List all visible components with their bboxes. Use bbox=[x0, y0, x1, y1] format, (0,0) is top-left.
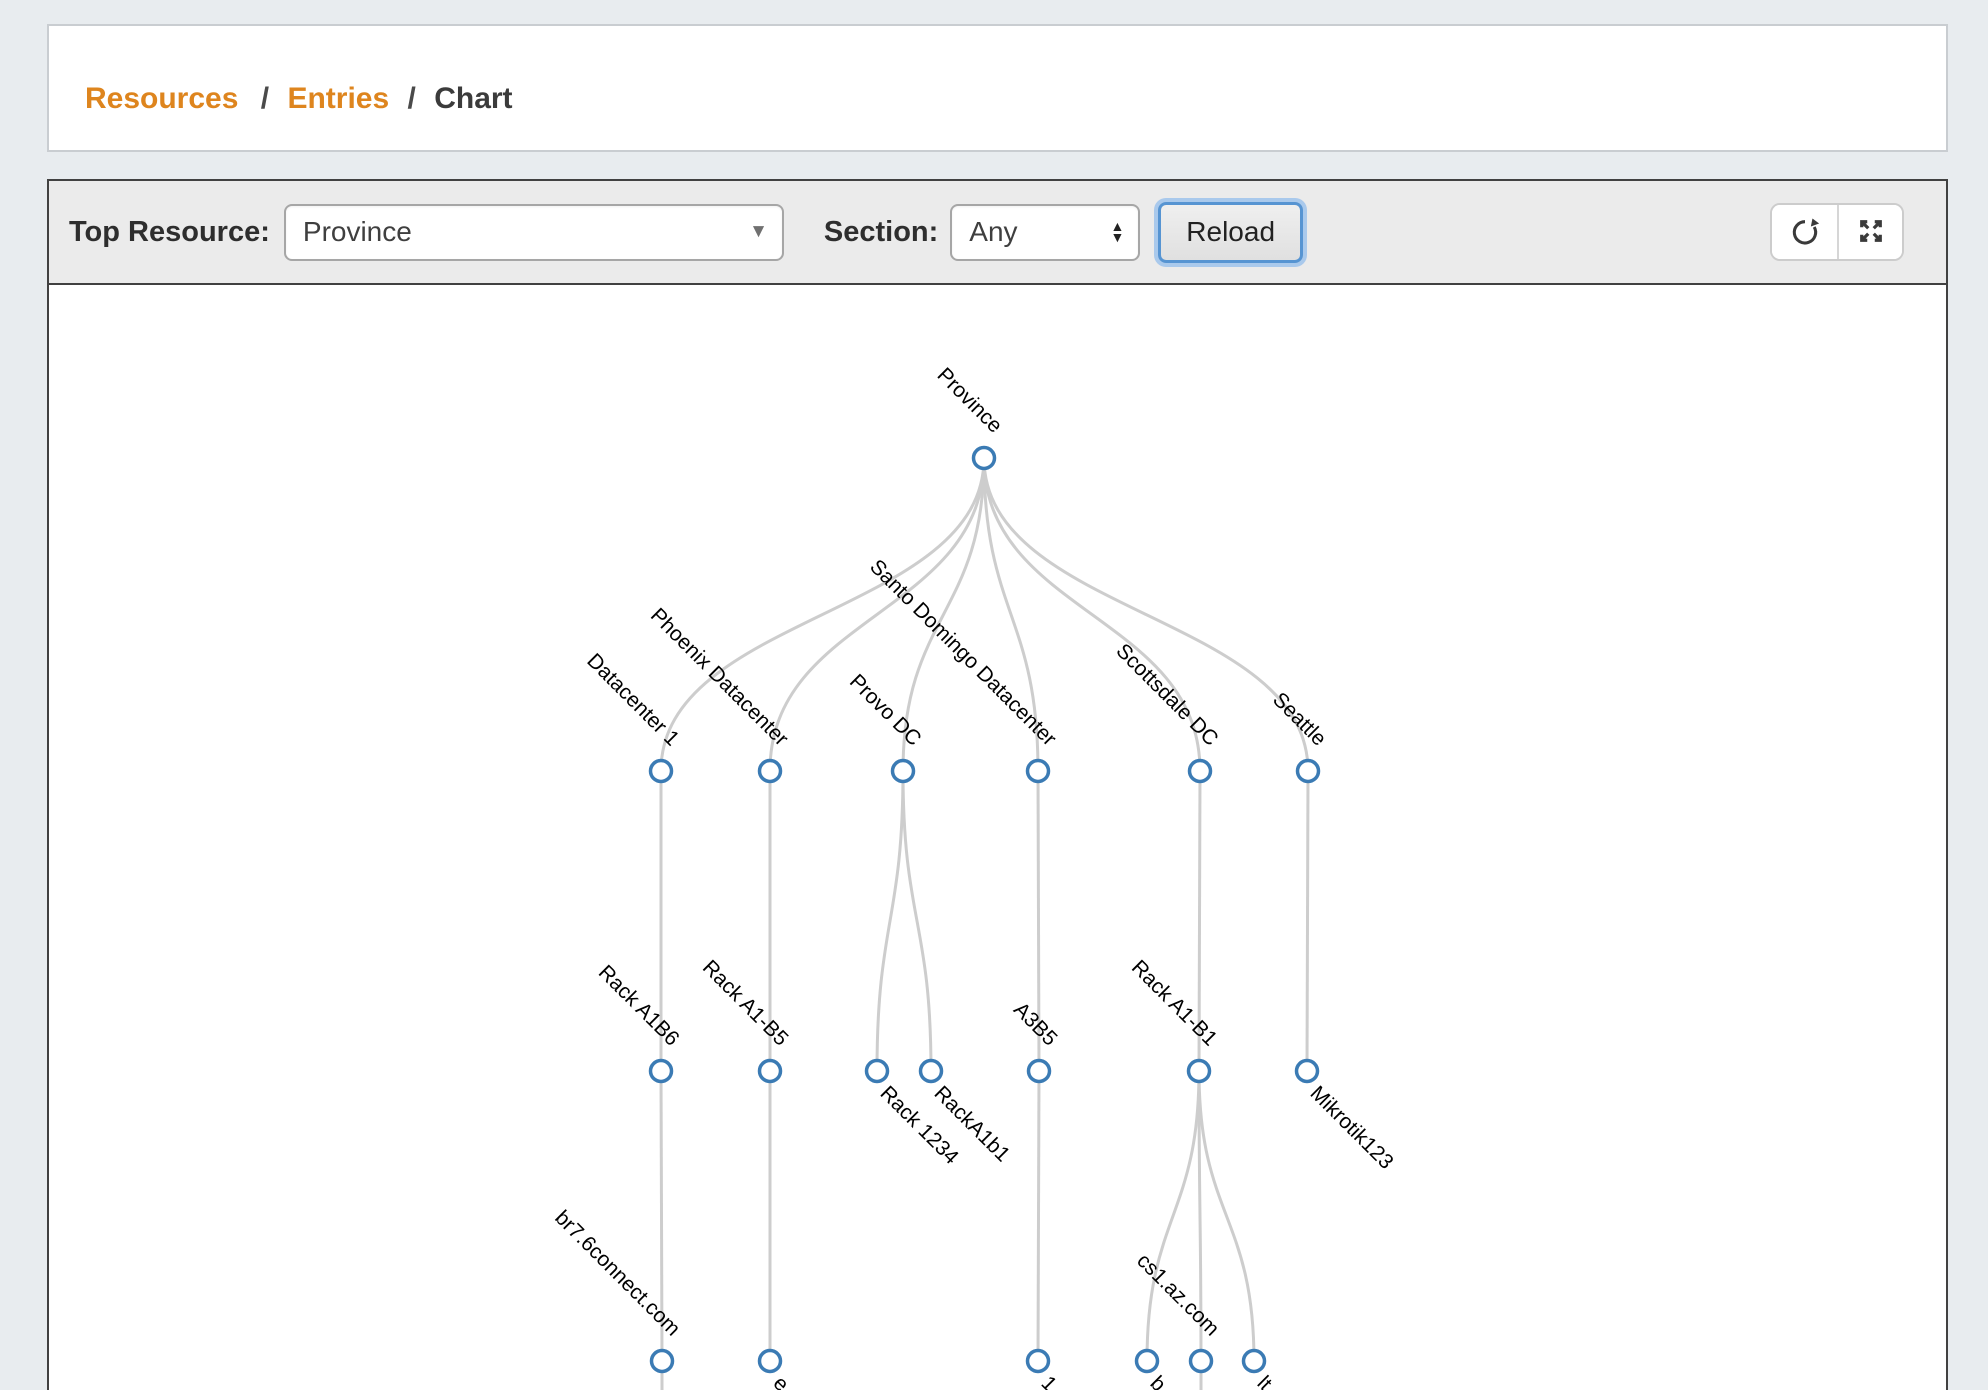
tree-node[interactable] bbox=[1241, 1348, 1267, 1374]
tree-node-label: e bbox=[769, 1372, 794, 1390]
tree-node-label: b bbox=[1146, 1372, 1171, 1390]
tree-node[interactable] bbox=[864, 1058, 890, 1084]
tree-link bbox=[1197, 1070, 1203, 1362]
tree-node[interactable] bbox=[1026, 1058, 1052, 1084]
tree-link bbox=[982, 457, 1202, 772]
tree-node[interactable] bbox=[1025, 758, 1051, 784]
tree-node-group: Rack A1-B5 bbox=[698, 956, 793, 1084]
tree-node-label: 1 bbox=[1037, 1372, 1062, 1390]
tree-node-group: A3B5 bbox=[1009, 998, 1062, 1084]
tree-node-group: Seattle bbox=[1268, 688, 1331, 784]
tree-node-label: Rack A1-B1 bbox=[1127, 956, 1222, 1051]
tree-link bbox=[659, 457, 986, 772]
tree-node-group: Rack A1B6 bbox=[594, 961, 684, 1084]
top-resource-label: Top Resource: bbox=[69, 215, 270, 248]
chart-toolbar: Top Resource: Province ▼ Section: Any ▲▼… bbox=[49, 181, 1946, 285]
tree-node-group: 1 bbox=[1025, 1348, 1062, 1390]
expand-icon bbox=[1856, 216, 1886, 249]
breadcrumb-separator: / bbox=[407, 82, 416, 115]
tree-node-label: Seattle bbox=[1268, 688, 1331, 751]
tree-node-group: br7.6connect.com bbox=[550, 1206, 685, 1374]
tree-node[interactable] bbox=[1134, 1348, 1160, 1374]
tree-node-label: Rack A1-B5 bbox=[698, 956, 793, 1051]
tree-node-label: br7.6connect.com bbox=[550, 1206, 684, 1340]
tree-link bbox=[1145, 1070, 1201, 1362]
tree-link bbox=[1197, 1070, 1256, 1362]
tree-node[interactable] bbox=[1186, 1058, 1212, 1084]
tree-node[interactable] bbox=[918, 1058, 944, 1084]
tree-link bbox=[768, 457, 986, 772]
section-label: Section: bbox=[823, 215, 939, 248]
tree-node-label: Rack A1B6 bbox=[594, 961, 684, 1051]
expand-button[interactable] bbox=[1837, 205, 1902, 259]
tree-node-group: Rack A1-B1 bbox=[1127, 956, 1222, 1084]
tree-node[interactable] bbox=[648, 1058, 674, 1084]
chart-panel: Top Resource: Province ▼ Section: Any ▲▼… bbox=[47, 179, 1948, 1390]
tree-node-group: Province bbox=[933, 363, 1007, 471]
breadcrumb: Resources / Entries / Chart bbox=[47, 24, 1948, 152]
tree-node-label: Province bbox=[933, 363, 1007, 437]
tree-node[interactable] bbox=[649, 1348, 675, 1374]
tree-node-label: Datacenter 1 bbox=[582, 649, 683, 750]
tree-node-group: e bbox=[757, 1348, 794, 1390]
top-resource-selected-value: Province bbox=[302, 216, 412, 247]
tree-node[interactable] bbox=[1188, 1348, 1214, 1374]
tree-node-group: b bbox=[1134, 1348, 1171, 1390]
breadcrumb-link-entries[interactable]: Entries bbox=[287, 82, 390, 115]
breadcrumb-link-resources[interactable]: Resources bbox=[85, 82, 239, 115]
tree-node-group: lt bbox=[1241, 1348, 1277, 1390]
tree-node-label: Mikrotik123 bbox=[1306, 1082, 1398, 1174]
tree-node[interactable] bbox=[1295, 758, 1321, 784]
tree-link bbox=[875, 770, 905, 1072]
tree-node-group: Santo Domingo Datacenter bbox=[865, 555, 1061, 784]
tree-node-group: Scottsdale DC bbox=[1111, 639, 1223, 784]
chart-action-buttons bbox=[1770, 203, 1904, 261]
tree-link bbox=[1197, 770, 1202, 1072]
tree-link bbox=[1036, 770, 1041, 1072]
tree-node[interactable] bbox=[757, 1058, 783, 1084]
reload-button[interactable]: Reload bbox=[1158, 201, 1304, 263]
chevron-down-icon: ▼ bbox=[749, 221, 768, 242]
section-selected-value: Any bbox=[969, 216, 1018, 247]
tree-node[interactable] bbox=[1187, 758, 1213, 784]
tree-link bbox=[982, 457, 1310, 772]
tree-node[interactable] bbox=[1294, 1058, 1320, 1084]
tree-link bbox=[901, 457, 986, 772]
tree-node-label: lt bbox=[1253, 1372, 1277, 1390]
tree-link bbox=[1305, 770, 1310, 1072]
tree-node[interactable] bbox=[971, 445, 997, 471]
tree-node-group: Mikrotik123 bbox=[1294, 1058, 1398, 1174]
refresh-icon bbox=[1789, 215, 1821, 250]
section-select[interactable]: Any ▲▼ bbox=[950, 203, 1141, 261]
tree-node-label: Scottsdale DC bbox=[1111, 639, 1222, 750]
tree-link bbox=[982, 457, 1040, 772]
tree-link bbox=[659, 1070, 664, 1362]
select-spinner-icon: ▲▼ bbox=[1110, 218, 1125, 245]
top-resource-select[interactable]: Province ▼ bbox=[283, 203, 784, 261]
tree-node-label: cs1.az.com bbox=[1132, 1249, 1223, 1340]
tree-node-label: A3B5 bbox=[1009, 998, 1062, 1051]
tree-node[interactable] bbox=[757, 1348, 783, 1374]
tree-node[interactable] bbox=[1025, 1348, 1051, 1374]
breadcrumb-separator: / bbox=[260, 82, 270, 115]
tree-node[interactable] bbox=[890, 758, 916, 784]
refresh-button[interactable] bbox=[1772, 205, 1837, 259]
tree-node[interactable] bbox=[757, 758, 783, 784]
tree-node[interactable] bbox=[648, 758, 674, 784]
tree-link bbox=[1036, 1070, 1041, 1362]
breadcrumb-current-chart: Chart bbox=[434, 82, 513, 115]
tree-node-group: Datacenter 1 bbox=[582, 649, 684, 784]
tree-link bbox=[901, 770, 933, 1072]
